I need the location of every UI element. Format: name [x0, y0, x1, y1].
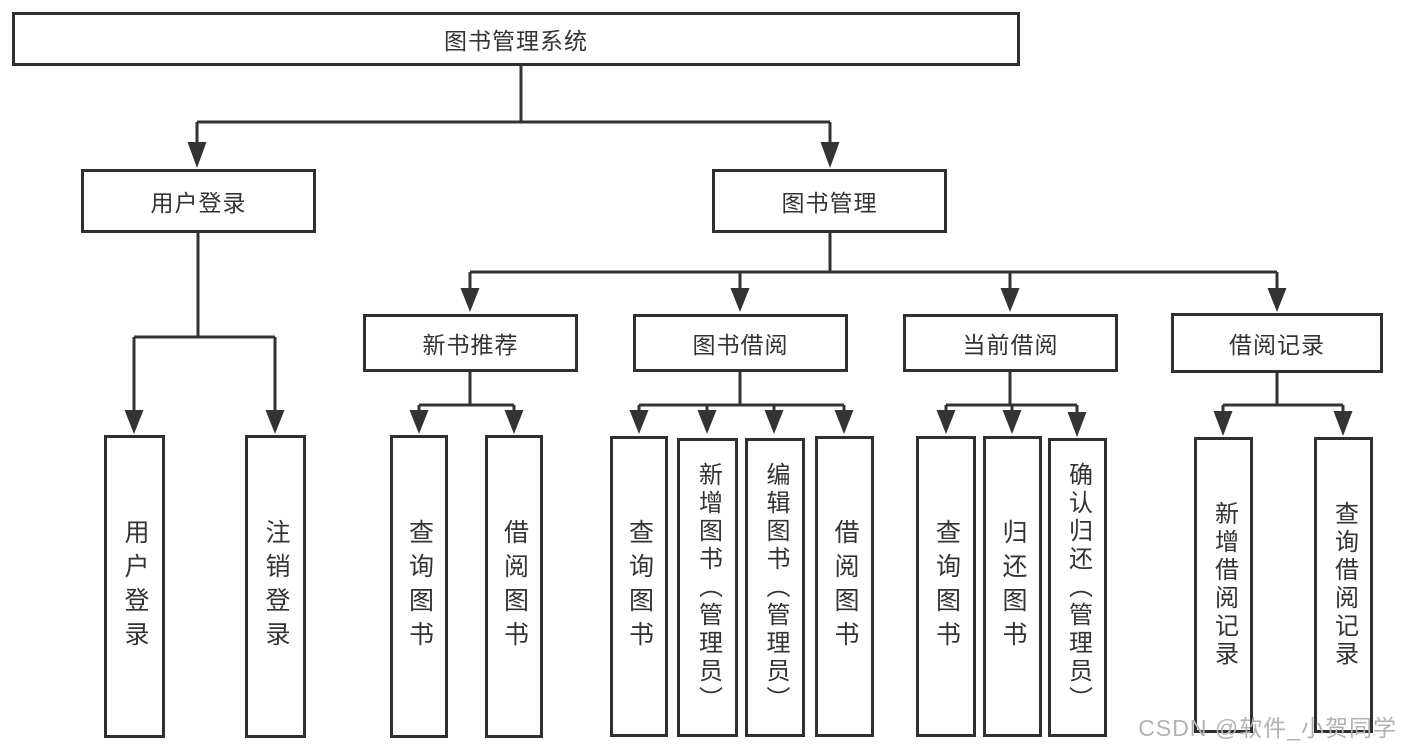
node-leaf-add-borrow-record: 新增借阅记录	[1194, 437, 1253, 733]
node-book-management: 图书管理	[712, 169, 947, 233]
node-leaf-query-books-1: 查询图书	[390, 435, 448, 738]
edge-book-mgmt-to-level3	[460, 233, 1287, 312]
node-leaf-query-books-3: 查询图书	[916, 436, 976, 737]
edge-root-to-level2	[187, 66, 840, 168]
node-leaf-edit-books-admin: 编辑图书（管理员）	[745, 438, 805, 737]
node-leaf-borrow-books-1: 借阅图书	[485, 435, 543, 738]
node-new-book-recommend: 新书推荐	[363, 314, 578, 372]
node-user-login: 用户登录	[81, 169, 316, 233]
edge-book-borrowing-children	[629, 372, 854, 434]
node-leaf-add-books-admin: 新增图书（管理员）	[677, 438, 738, 737]
node-leaf-query-borrow-record: 查询借阅记录	[1314, 437, 1373, 733]
edge-new-book-rec-children	[409, 372, 524, 434]
edge-user-login-children	[124, 233, 285, 434]
edge-current-borrowing-children	[936, 372, 1087, 437]
node-root: 图书管理系统	[12, 12, 1020, 66]
node-leaf-user-login: 用户登录	[104, 435, 165, 738]
node-leaf-borrow-books-2: 借阅图书	[815, 436, 874, 737]
watermark: CSDN @软件_小贺同学	[1138, 715, 1397, 741]
node-leaf-logout: 注销登录	[245, 435, 306, 738]
node-current-borrowing: 当前借阅	[903, 314, 1118, 372]
node-leaf-query-books-2: 查询图书	[610, 436, 668, 737]
node-leaf-return-books: 归还图书	[983, 436, 1042, 737]
edge-borrowing-records-children	[1213, 373, 1353, 436]
node-leaf-confirm-return-admin: 确认归还（管理员）	[1048, 438, 1107, 737]
node-borrowing-records: 借阅记录	[1171, 313, 1383, 373]
node-book-borrowing: 图书借阅	[633, 314, 848, 372]
